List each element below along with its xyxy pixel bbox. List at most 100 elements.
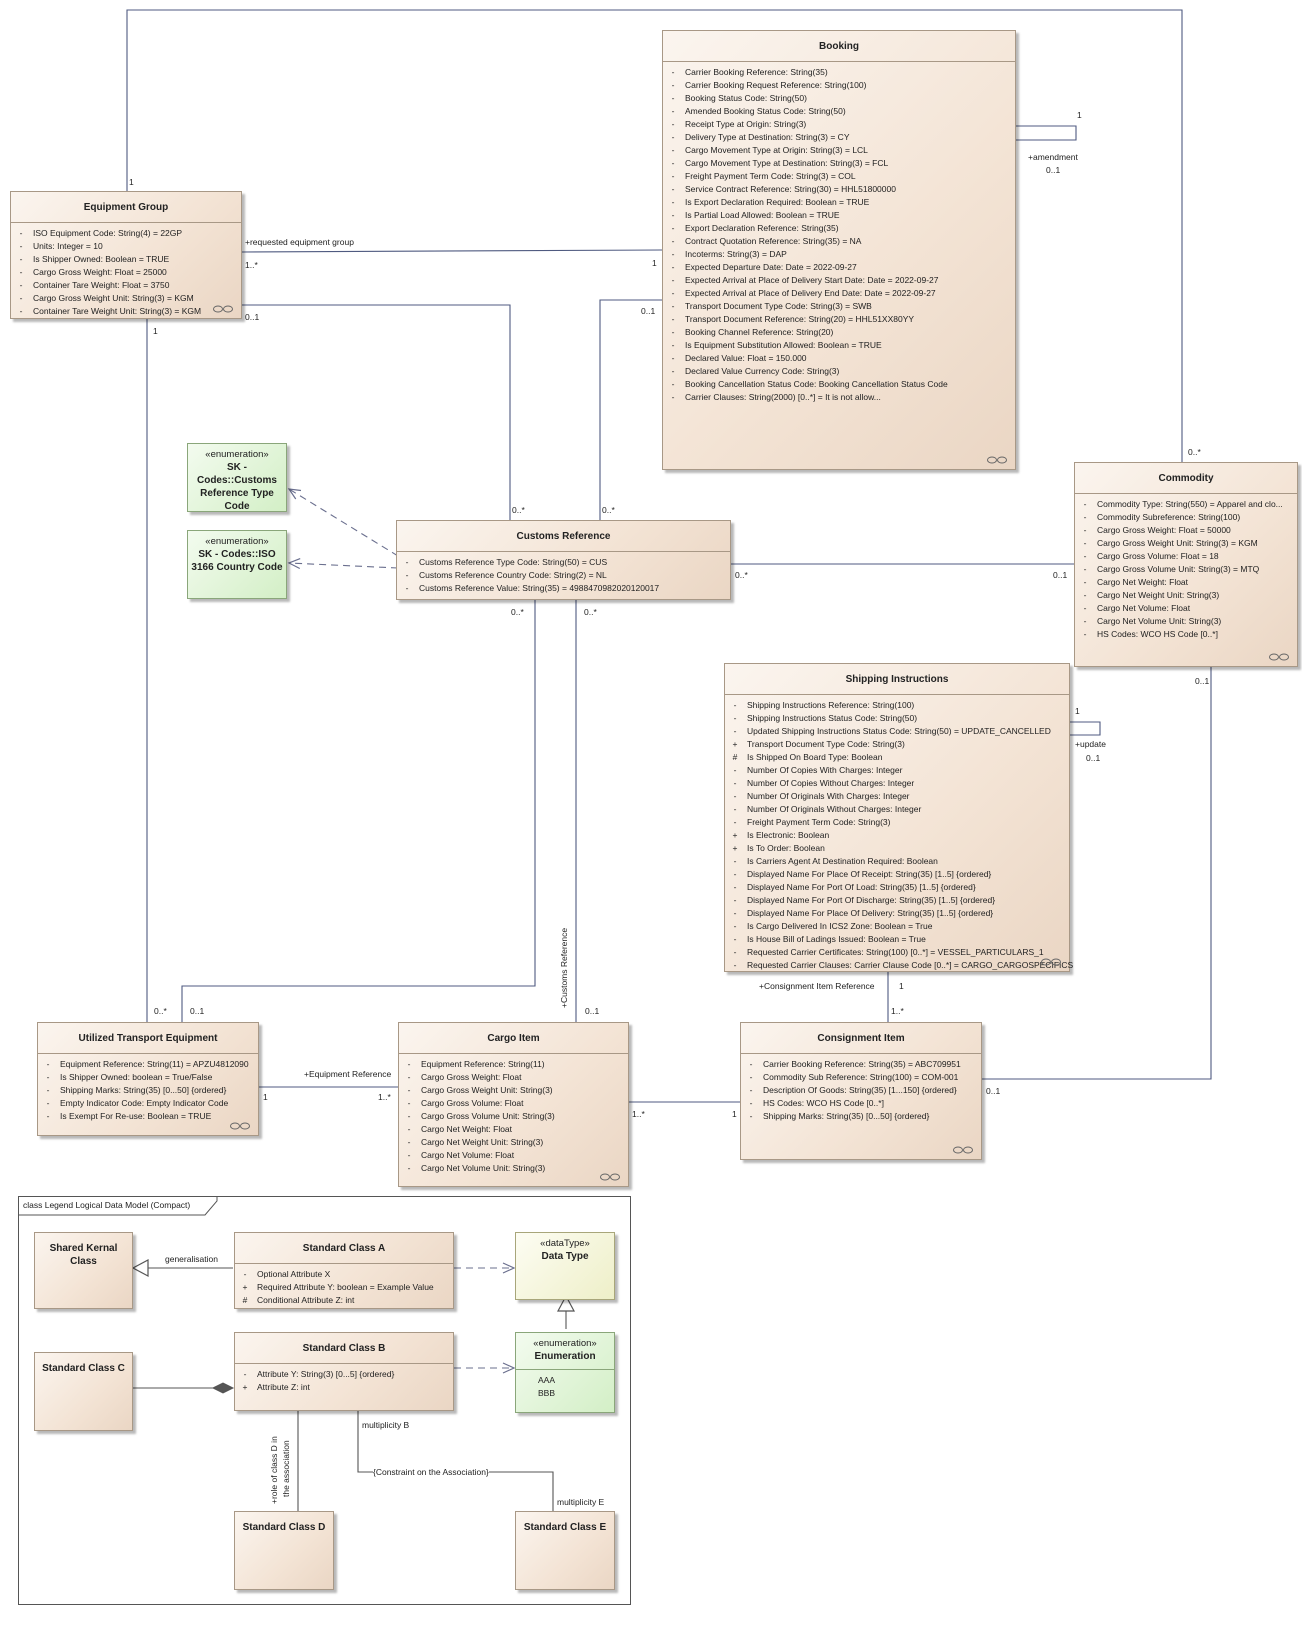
divider xyxy=(235,1263,453,1264)
visibility-marker: - xyxy=(407,1059,411,1069)
link-icon xyxy=(953,1146,973,1154)
legend-standard-class-c[interactable]: Standard Class C xyxy=(34,1352,133,1431)
visibility-marker: - xyxy=(671,210,675,220)
mult-ute-01: 0..1 xyxy=(190,1006,205,1016)
attribute-text: Expected Arrival at Place of Delivery St… xyxy=(685,275,939,285)
attribute-item: -Cargo Gross Volume Unit: String(3) xyxy=(399,1110,624,1123)
class-title: Utilized Transport Equipment xyxy=(78,1033,218,1044)
attribute-item: -Transport Document Type Code: String(3)… xyxy=(663,300,1011,313)
stereotype: «enumeration» xyxy=(533,1338,597,1349)
visibility-marker: - xyxy=(671,236,675,246)
visibility-marker: - xyxy=(407,1124,411,1134)
visibility-marker: - xyxy=(671,327,675,337)
class-utilized-transport-equipment[interactable]: Utilized Transport Equipment -Equipment … xyxy=(37,1022,259,1136)
attribute-item: -Is Equipment Substitution Allowed: Bool… xyxy=(663,339,1011,352)
attribute-item: -Container Tare Weight Unit: String(3) =… xyxy=(11,305,237,318)
visibility-marker: - xyxy=(19,293,23,303)
attribute-text: Is Cargo Delivered In ICS2 Zone: Boolean… xyxy=(747,921,933,931)
visibility-marker: - xyxy=(733,726,737,736)
class-equipment-group[interactable]: Equipment Group -ISO Equipment Code: Str… xyxy=(10,191,242,319)
attribute-text: Cargo Net Volume Unit: String(3) xyxy=(1097,616,1222,626)
attribute-text: Carrier Booking Reference: String(35) = … xyxy=(763,1059,961,1069)
visibility-marker: - xyxy=(19,267,23,277)
class-title: Commodity xyxy=(1158,473,1214,484)
attribute-item: -Cargo Net Volume Unit: String(3) xyxy=(399,1162,624,1175)
enum-value: BBB xyxy=(538,1388,556,1398)
visibility-marker: + xyxy=(242,1382,248,1392)
attribute-item: -Is Cargo Delivered In ICS2 Zone: Boolea… xyxy=(725,920,1065,933)
attribute-item: -HS Codes: WCO HS Code [0..*] xyxy=(741,1097,977,1110)
attribute-text: Is Exempt For Re-use: Boolean = TRUE xyxy=(60,1111,212,1121)
attribute-text: Customs Reference Type Code: String(50) … xyxy=(419,557,608,567)
mult-si-1: 1 xyxy=(899,981,904,991)
enum-iso-3166-country-code[interactable]: «enumeration» SK - Codes::ISO 3166 Count… xyxy=(187,530,287,599)
visibility-marker: - xyxy=(733,934,737,944)
attribute-text: Is Electronic: Boolean xyxy=(747,830,830,840)
visibility-marker: - xyxy=(671,67,675,77)
visibility-marker: - xyxy=(733,700,737,710)
attribute-item: -Units: Integer = 10 xyxy=(11,240,237,253)
role-requested-equipment-group: +requested equipment group xyxy=(245,237,354,247)
visibility-marker: - xyxy=(407,1072,411,1082)
enum-name: Enumeration xyxy=(534,1351,596,1362)
link-icon xyxy=(600,1173,620,1181)
mult-commodity-01-bottom: 0..1 xyxy=(1195,676,1210,686)
attribute-item: -Export Declaration Reference: String(35… xyxy=(663,222,1011,235)
class-shipping-instructions[interactable]: Shipping Instructions -Shipping Instruct… xyxy=(724,663,1073,972)
legend-multiplicity-b: multiplicity B xyxy=(362,1420,410,1430)
legend-data-type[interactable]: «dataType» Data Type xyxy=(515,1232,615,1300)
legend-standard-class-b[interactable]: Standard Class B -Attribute Y: String(3)… xyxy=(234,1332,454,1411)
attribute-item: -Transport Document Reference: String(20… xyxy=(663,313,1011,326)
mult-eg-bottom-1: 1 xyxy=(153,326,158,336)
attribute-text: Attribute Z: int xyxy=(257,1382,310,1392)
attribute-text: Cargo Gross Weight Unit: String(3) xyxy=(421,1085,553,1095)
attribute-item: -Container Tare Weight: Float = 3750 xyxy=(11,279,237,292)
attribute-text: Conditional Attribute Z: int xyxy=(257,1295,355,1305)
visibility-marker: - xyxy=(19,228,23,238)
class-commodity[interactable]: Commodity -Commodity Type: String(550) =… xyxy=(1074,462,1298,667)
legend-frame: class Legend Logical Data Model (Compact… xyxy=(18,1196,631,1605)
visibility-marker: - xyxy=(407,1085,411,1095)
attribute-text: HS Codes: WCO HS Code [0..*] xyxy=(763,1098,884,1108)
legend-standard-class-d[interactable]: Standard Class D xyxy=(234,1511,334,1590)
class-title: «enumeration» Enumeration xyxy=(516,1333,614,1363)
attribute-item: -Number Of Copies Without Charges: Integ… xyxy=(725,777,1065,790)
attribute-text: Cargo Net Weight: Float xyxy=(1097,577,1189,587)
attribute-text: Is Shipper Owned: boolean = True/False xyxy=(60,1072,213,1082)
enum-customs-reference-type-code[interactable]: «enumeration» SK - Codes::Customs Refere… xyxy=(187,443,287,512)
legend-standard-class-e[interactable]: Standard Class E xyxy=(515,1511,615,1590)
class-booking[interactable]: Booking -Carrier Booking Reference: Stri… xyxy=(662,30,1016,470)
enum-values: AAA BBB xyxy=(516,1370,614,1400)
attribute-text: Cargo Net Weight: Float xyxy=(421,1124,513,1134)
class-title: Standard Class C xyxy=(42,1363,125,1374)
attribute-text: Shipping Marks: String(35) [0...50] {ord… xyxy=(763,1111,930,1121)
class-customs-reference[interactable]: Customs Reference -Customs Reference Typ… xyxy=(396,520,731,600)
visibility-marker: - xyxy=(733,791,737,801)
attribute-item: -Booking Cancellation Status Code: Booki… xyxy=(663,378,1011,391)
visibility-marker: - xyxy=(749,1085,753,1095)
attribute-text: Booking Channel Reference: String(20) xyxy=(685,327,834,337)
visibility-marker: - xyxy=(671,262,675,272)
attribute-item: -Freight Payment Term Code: String(3) xyxy=(725,816,1065,829)
mult-cr-0star-bl: 0..* xyxy=(511,607,524,617)
attribute-text: Expected Arrival at Place of Delivery En… xyxy=(685,288,936,298)
legend-shared-kernal-class[interactable]: Shared Kernal Class xyxy=(34,1232,133,1309)
class-cargo-item[interactable]: Cargo Item -Equipment Reference: String(… xyxy=(398,1022,629,1187)
attribute-text: Cargo Gross Volume Unit: String(3) = MTQ xyxy=(1097,564,1260,574)
attribute-text: Declared Value: Float = 150.000 xyxy=(685,353,807,363)
legend-standard-class-a[interactable]: Standard Class A -Optional Attribute X+R… xyxy=(234,1232,454,1309)
attribute-text: Updated Shipping Instructions Status Cod… xyxy=(747,726,1051,736)
visibility-marker: - xyxy=(733,921,737,931)
attribute-text: Cargo Gross Weight Unit: String(3) = KGM xyxy=(33,293,194,303)
legend-enumeration[interactable]: «enumeration» Enumeration AAA BBB xyxy=(515,1332,615,1413)
attribute-item: -Cargo Net Weight: Float xyxy=(1075,576,1293,589)
divider xyxy=(725,694,1069,695)
edge-dep-country xyxy=(287,557,399,570)
mult-cr-0star-right: 0..* xyxy=(602,505,615,515)
class-consignment-item[interactable]: Consignment Item -Carrier Booking Refere… xyxy=(740,1022,982,1160)
role-equipment-reference: +Equipment Reference xyxy=(304,1069,392,1079)
attribute-text: Equipment Reference: String(11) = APZU48… xyxy=(60,1059,249,1069)
attribute-text: ISO Equipment Code: String(4) = 22GP xyxy=(33,228,183,238)
attribute-text: Displayed Name For Place Of Receipt: Str… xyxy=(747,869,992,879)
class-title: Shipping Instructions xyxy=(845,674,949,685)
